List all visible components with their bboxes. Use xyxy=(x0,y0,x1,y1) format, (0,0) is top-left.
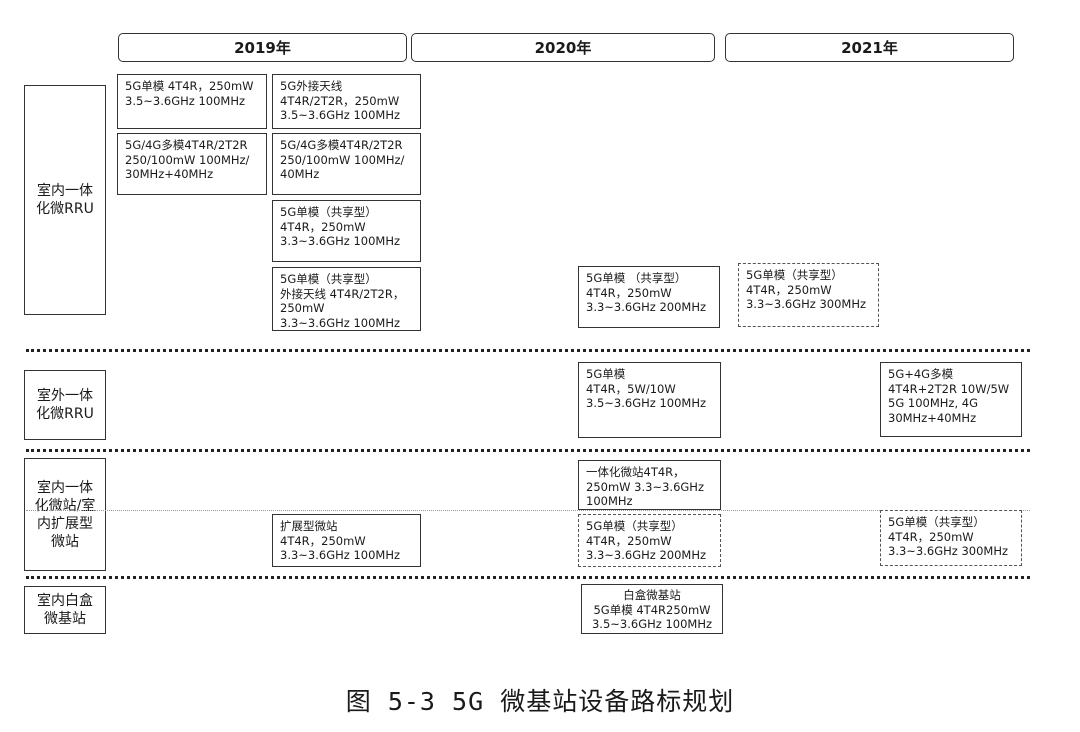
roadmap-box-5g-shared-200mhz: 5G单模 （共享型） 4T4R，250mW 3.3~3.6GHz 200MHz xyxy=(578,266,720,328)
figure-caption: 图 5-3 5G 微基站设备路标规划 xyxy=(345,687,735,716)
category-outdoor-integrated-micro-rru: 室外一体 化微RRU xyxy=(24,370,106,440)
year-header-2021: 2021年 xyxy=(725,33,1014,62)
section-separator xyxy=(26,349,1030,352)
roadmap-box-5g-shared-external-antenna: 5G单模（共享型） 外接天线 4T4R/2T2R， 250mW 3.3~3.6G… xyxy=(272,267,421,331)
category-indoor-micro-station: 室内一体 化微站/室 内扩展型 微站 xyxy=(24,458,106,571)
section-separator xyxy=(26,576,1030,579)
section-separator xyxy=(26,449,1030,452)
year-header-2019: 2019年 xyxy=(118,33,407,62)
category-indoor-integrated-micro-rru: 室内一体 化微RRU xyxy=(24,85,106,315)
subsection-separator xyxy=(26,510,1030,511)
roadmap-box-extended-micro-station: 扩展型微站 4T4R，250mW 3.3~3.6GHz 100MHz xyxy=(272,514,421,567)
roadmap-box-integrated-micro-station: 一体化微站4T4R， 250mW 3.3~3.6GHz 100MHz xyxy=(578,460,721,510)
roadmap-box-5g-shared-100mhz: 5G单模（共享型） 4T4R，250mW 3.3~3.6GHz 100MHz xyxy=(272,200,421,262)
roadmap-box-5g-single-mode-250mw: 5G单模 4T4R，250mW 3.5~3.6GHz 100MHz xyxy=(117,74,267,129)
roadmap-box-5g-shared-micro-300mhz: 5G单模（共享型） 4T4R，250mW 3.3~3.6GHz 300MHz xyxy=(880,510,1022,566)
roadmap-box-5g-external-antenna: 5G外接天线 4T4R/2T2R，250mW 3.5~3.6GHz 100MHz xyxy=(272,74,421,129)
roadmap-box-5g-shared-micro-200mhz: 5G单模（共享型） 4T4R，250mW 3.3~3.6GHz 200MHz xyxy=(578,514,721,567)
roadmap-box-5g-4g-outdoor-multimode: 5G+4G多模 4T4R+2T2R 10W/5W 5G 100MHz, 4G 3… xyxy=(880,362,1022,437)
roadmap-box-whitebox-micro-bs: 白盒微基站 5G单模 4T4R250mW 3.5~3.6GHz 100MHz xyxy=(581,584,723,634)
roadmap-box-5g-outdoor-5w-10w: 5G单模 4T4R，5W/10W 3.5~3.6GHz 100MHz xyxy=(578,362,721,438)
roadmap-box-5g-shared-300mhz: 5G单模（共享型） 4T4R，250mW 3.3~3.6GHz 300MHz xyxy=(738,263,879,327)
roadmap-box-5g-4g-multimode: 5G/4G多模4T4R/2T2R 250/100mW 100MHz/ 30MHz… xyxy=(117,133,267,195)
category-indoor-whitebox-micro-bs: 室内白盒 微基站 xyxy=(24,586,106,634)
year-header-2020: 2020年 xyxy=(411,33,715,62)
roadmap-box-5g-4g-multimode-40mhz: 5G/4G多模4T4R/2T2R 250/100mW 100MHz/ 40MHz xyxy=(272,133,421,195)
